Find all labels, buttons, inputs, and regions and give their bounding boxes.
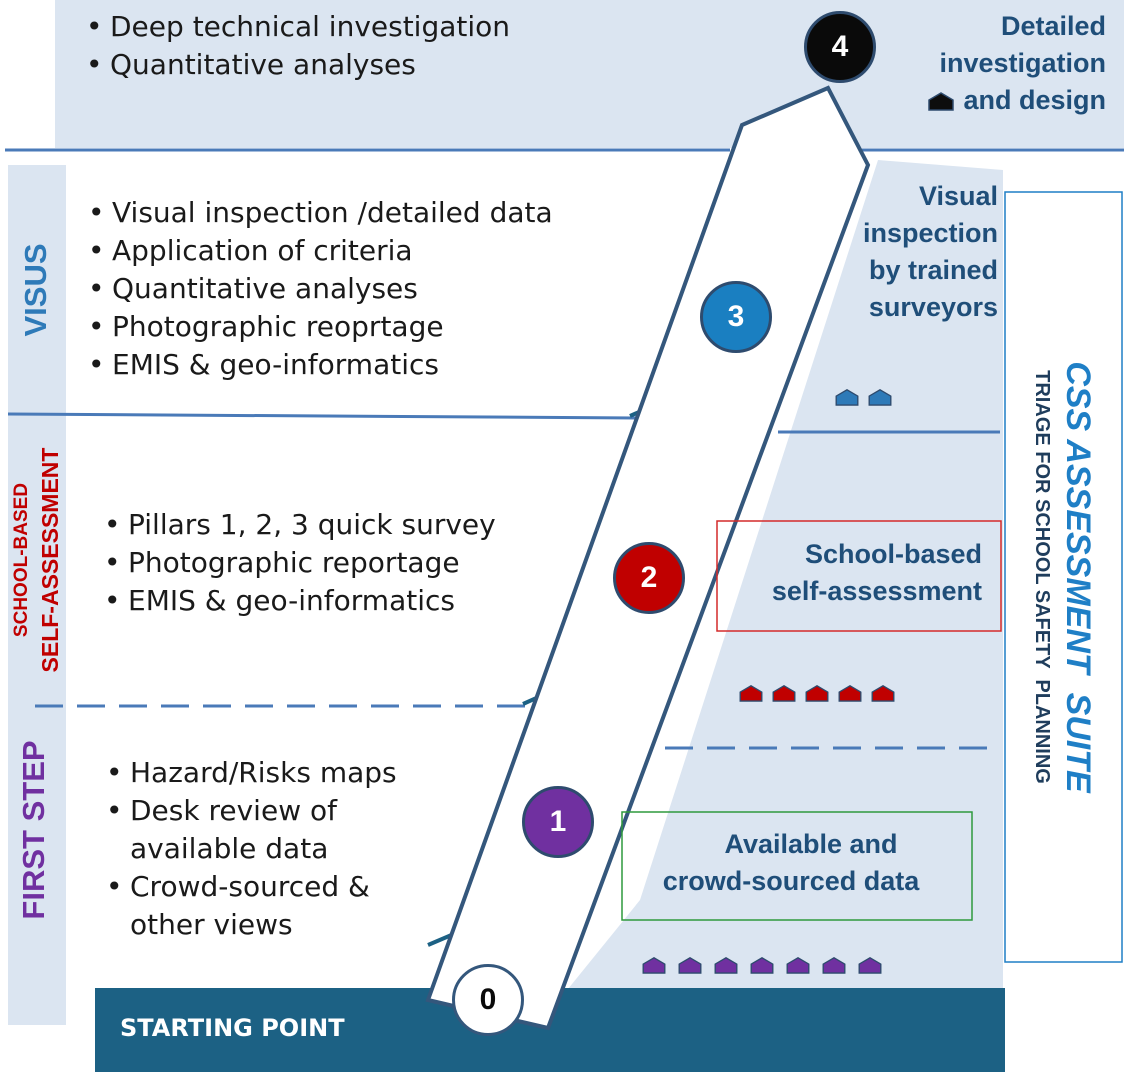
top-heading-line: investigation xyxy=(939,48,1106,78)
suite-label: CSS ASSESSMENT SUITE TRIAGE FOR SCHOOL S… xyxy=(1008,192,1120,962)
house-icon xyxy=(642,957,666,974)
top-heading-line-text: and design xyxy=(963,85,1106,115)
first-step-box xyxy=(621,811,973,921)
visus-heading-line: by trained xyxy=(868,255,998,285)
staircase-panel xyxy=(555,160,1003,1005)
school-box-heading-line: self-assessment xyxy=(771,576,982,606)
visus-bullets: Visual inspection /detailed data Applica… xyxy=(88,194,553,384)
school-based-label-line: SCHOOL-BASED xyxy=(11,482,32,638)
house-icon xyxy=(739,685,763,702)
list-item-text: other views xyxy=(130,908,293,941)
list-item: Application of criteria xyxy=(88,232,553,270)
list-item-text: available data xyxy=(130,832,329,865)
step-3-number: 3 xyxy=(727,300,745,333)
house-icon xyxy=(714,957,738,974)
school-box-heading-line: School-based xyxy=(804,539,982,569)
left-panel xyxy=(8,165,66,1025)
step-0-circle: 0 xyxy=(452,964,524,1036)
school-box xyxy=(716,520,1002,632)
visus-heading-line: inspection xyxy=(862,218,998,248)
top-heading-line: Detailed xyxy=(1000,11,1106,41)
step-2-circle: 2 xyxy=(613,542,685,614)
house-icon xyxy=(772,685,796,702)
list-item: Photographic reportage xyxy=(104,544,496,582)
school-based-label-line: SELF-ASSESSMENT xyxy=(37,447,63,673)
step-4-circle: 4 xyxy=(804,11,876,83)
list-item: Hazard/Risks maps xyxy=(106,754,397,792)
visus-heading: Visual inspection by trained surveyors xyxy=(800,178,998,326)
house-icon xyxy=(786,957,810,974)
list-item: EMIS & geo-informatics xyxy=(88,346,553,384)
top-bullets: Deep technical investigation Quantitativ… xyxy=(86,8,510,84)
school-house-icons xyxy=(738,684,903,702)
step-3-circle: 3 xyxy=(700,281,772,353)
house-icon xyxy=(750,957,774,974)
suite-subtitle: TRIAGE FOR SCHOOL SAFETY PLANNING xyxy=(1031,370,1053,784)
suite-label-rotated: CSS ASSESSMENT SUITE TRIAGE FOR SCHOOL S… xyxy=(1029,197,1099,957)
suite-panel xyxy=(1004,191,1123,963)
house-icon xyxy=(822,957,846,974)
first-step-bullets: Hazard/Risks maps Desk review of availabl… xyxy=(106,754,397,944)
house-icon xyxy=(805,685,829,702)
list-item-text: Desk review of xyxy=(130,794,337,827)
visus-separator xyxy=(7,412,641,420)
list-item: Quantitative analyses xyxy=(86,46,510,84)
step-2-number: 2 xyxy=(640,561,658,594)
list-item: Visual inspection /detailed data xyxy=(88,194,553,232)
top-heading: Detailed investigation and design xyxy=(846,8,1106,119)
house-icon xyxy=(678,957,702,974)
suite-title: CSS ASSESSMENT SUITE xyxy=(1059,361,1097,793)
top-heading-line: and design xyxy=(846,82,1106,119)
list-item: Photographic reoprtage xyxy=(88,308,553,346)
first-step-box-heading-line: crowd-sourced data xyxy=(662,866,920,896)
visus-house-icons xyxy=(834,388,900,406)
house-icon xyxy=(835,389,859,406)
list-item: Deep technical investigation xyxy=(86,8,510,46)
visus-heading-line: surveyors xyxy=(868,292,998,322)
visus-heading-line: Visual xyxy=(918,181,998,211)
house-icon xyxy=(871,685,895,702)
first-step-house-icons xyxy=(641,956,883,974)
list-item: Pillars 1, 2, 3 quick survey xyxy=(104,506,496,544)
list-item: Crowd-sourced & other views xyxy=(106,868,397,944)
starting-point-label: STARTING POINT xyxy=(120,1014,345,1042)
step-1-circle: 1 xyxy=(522,786,594,858)
house-icon xyxy=(838,685,862,702)
list-item-text: Crowd-sourced & xyxy=(130,870,370,903)
school-based-label: SCHOOL-BASED SELF-ASSESSMENT xyxy=(8,400,68,720)
visus-label: VISUS xyxy=(18,243,53,337)
first-step-box-heading-line: Available and xyxy=(724,829,898,859)
list-item-text: Hazard/Risks maps xyxy=(130,756,397,789)
house-icon xyxy=(858,957,882,974)
list-item: Quantitative analyses xyxy=(88,270,553,308)
house-icon xyxy=(868,389,892,406)
house-icon xyxy=(928,92,955,111)
list-item: EMIS & geo-informatics xyxy=(104,582,496,620)
school-box-heading: School-based self-assessment xyxy=(730,536,982,610)
first-step-box-heading: Available and crowd-sourced data xyxy=(632,826,950,900)
step-0-number: 0 xyxy=(479,983,497,1016)
list-item: Desk review of available data xyxy=(106,792,397,868)
step-4-number: 4 xyxy=(831,30,849,63)
first-step-label: FIRST STEP xyxy=(16,740,51,920)
step-1-number: 1 xyxy=(549,805,567,838)
school-bullets: Pillars 1, 2, 3 quick survey Photographi… xyxy=(104,506,496,620)
